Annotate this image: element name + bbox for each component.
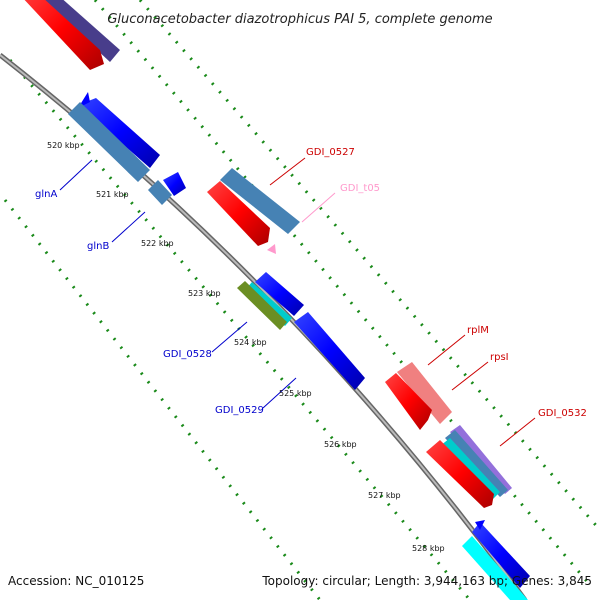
leader-GDI_t05	[301, 192, 336, 223]
leader-GDI_0527	[269, 157, 306, 186]
feature-bottom-blue-cds	[472, 522, 530, 588]
tick-label: 524 kbp	[234, 338, 267, 347]
feature-blast-521	[148, 180, 172, 205]
tick-label: 520 kbp	[47, 141, 80, 150]
tick-label: 521 kbp	[96, 190, 129, 199]
feature-blast-520	[68, 102, 150, 182]
gene-label-GDI_0529[interactable]: GDI_0529	[215, 405, 264, 416]
tick-label: 523 kbp	[188, 289, 221, 298]
feature-GDI_0529-cds	[294, 312, 365, 390]
map-title: Gluconacetobacter diazotrophicus PAI 5, …	[107, 12, 492, 27]
feature-bottom-cyan	[462, 536, 528, 600]
gc-track-inner	[3, 199, 322, 600]
feature-bottom-arrow	[475, 520, 485, 530]
feature-GDI_0528-cds	[255, 272, 304, 316]
genome-backbone	[0, 53, 528, 600]
feature-rplM-cds	[397, 362, 452, 424]
feature-top-purple	[43, 0, 120, 62]
leader-GDI_0532	[499, 417, 536, 447]
gene-label-GDI_t05[interactable]: GDI_t05	[340, 183, 380, 194]
gc-track	[3, 0, 600, 600]
tick-label: 527 kbp	[368, 491, 401, 500]
feature-rpsI-cds	[385, 373, 432, 430]
accession-label: Accession: NC_010125	[8, 574, 144, 588]
tick-label: 525 kbp	[279, 389, 312, 398]
gene-label-GDI_0532[interactable]: GDI_0532	[538, 408, 587, 419]
leader-GDI_0529	[262, 377, 297, 409]
feature-GDI_0527-cds	[207, 181, 270, 246]
leader-glnA	[59, 159, 93, 191]
feature-GDI_0532-cds	[426, 440, 494, 508]
tick-label: 528 kbp	[412, 544, 445, 553]
gc-track-outer	[93, 0, 592, 586]
gene-label-glnA[interactable]: glnA	[35, 189, 57, 200]
genome-summary: Topology: circular; Length: 3,944,163 bp…	[261, 574, 592, 588]
feature-glnA-cds	[78, 98, 160, 168]
feature-GDI_t05-trna	[267, 244, 276, 254]
tick-label: 526 kbp	[324, 440, 357, 449]
gene-label-GDI_0528[interactable]: GDI_0528	[163, 349, 212, 360]
label-leader-lines	[59, 157, 536, 447]
feature-blast-0532	[445, 430, 508, 497]
feature-cyan-0532	[440, 438, 500, 500]
leader-glnB	[111, 211, 146, 243]
feature-blast-0527	[220, 168, 300, 234]
gene-label-glnB[interactable]: glnB	[87, 241, 109, 252]
gene-label-rplM[interactable]: rplM	[467, 325, 489, 336]
leader-GDI_0528	[211, 321, 248, 353]
genome-backbone-highlight	[0, 54, 526, 600]
gene-label-GDI_0527[interactable]: GDI_0527	[306, 147, 355, 158]
gc-track-outer-far	[138, 0, 600, 531]
feature-glnB-cds	[163, 172, 186, 196]
leader-rplM	[427, 334, 466, 366]
gene-label-rpsI[interactable]: rpsI	[490, 352, 509, 363]
tick-label: 522 kbp	[141, 239, 174, 248]
feature-green-528	[237, 281, 287, 330]
leader-rpsI	[451, 361, 489, 391]
feature-top-red-cds	[24, 0, 104, 70]
